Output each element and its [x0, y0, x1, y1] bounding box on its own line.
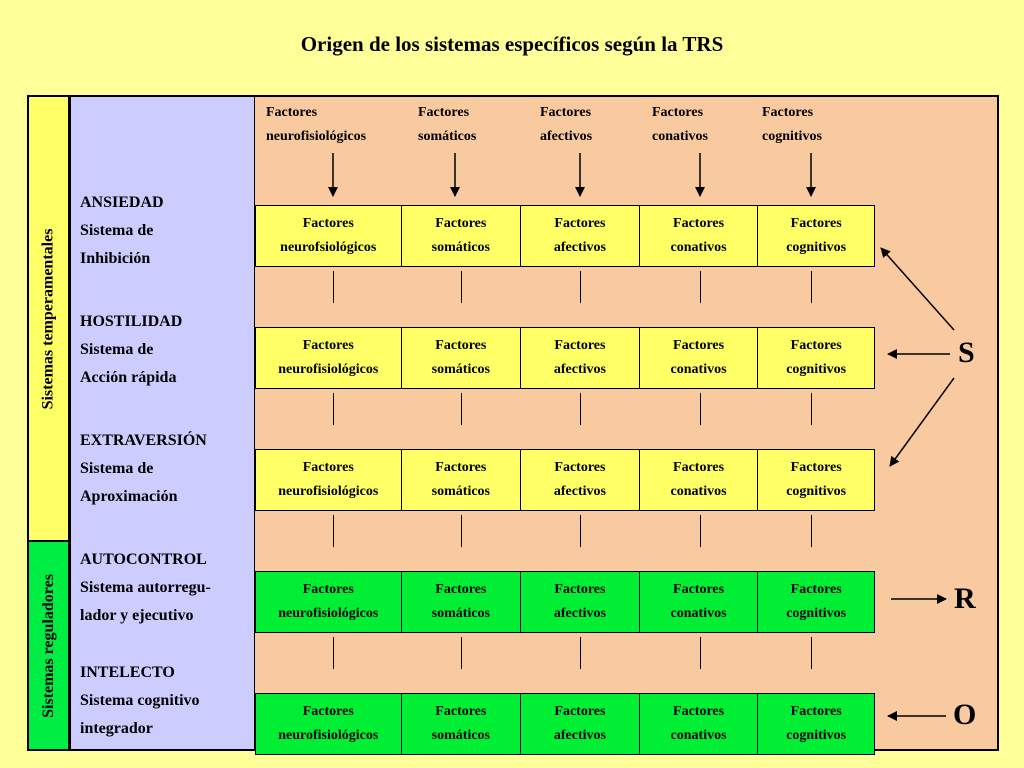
system-subtitle: Sistema de — [80, 460, 154, 477]
code-r: R — [954, 582, 976, 615]
system-name: ANSIEDAD — [80, 194, 164, 211]
system-subtitle: Inhibición — [80, 250, 151, 267]
system-subtitle: Sistema autorregu- — [80, 579, 211, 596]
connector-line — [333, 271, 334, 303]
system-label-autocontrol: AUTOCONTROL Sistema autorregu- lador y e… — [80, 546, 211, 630]
system-subtitle: lador y ejecutivo — [80, 607, 194, 624]
top-factor-conativos: Factores conativos — [652, 101, 708, 149]
factor-type: cognitivos — [762, 129, 822, 144]
top-factor-neurofisiologicos: Factores neurofisiológicos — [266, 101, 366, 149]
connector-line — [461, 271, 462, 303]
connector-line — [811, 393, 812, 425]
factor-type: conativos — [652, 129, 708, 144]
temperamental-systems-label: Sistemas temperamentales — [39, 228, 57, 409]
system-label-ansiedad: ANSIEDAD Sistema de Inhibición — [80, 189, 164, 273]
system-subtitle: Sistema cognitivo — [80, 692, 200, 709]
system-name: HOSTILIDAD — [80, 313, 183, 330]
factor-type: neurofisiológicos — [266, 129, 367, 144]
factor-type: afectivos — [540, 129, 593, 144]
connector-line — [700, 515, 701, 547]
top-factor-afectivos: Factores afectivos — [540, 101, 592, 149]
connector-line — [461, 637, 462, 669]
factor-word: Factores — [762, 105, 814, 120]
top-factor-somaticos: Factores somáticos — [418, 101, 476, 149]
factor-word: Factores — [652, 105, 704, 120]
system-subtitle: integrador — [80, 720, 153, 737]
connector-line — [700, 271, 701, 303]
regulatory-systems-label: Sistemas reguladores — [39, 573, 57, 718]
system-subtitle: Aproximación — [80, 488, 178, 505]
system-subtitle: Acción rápida — [80, 369, 177, 386]
factor-word: Factores — [540, 105, 592, 120]
connector-line — [700, 393, 701, 425]
system-label-intelecto: INTELECTO Sistema cognitivo integrador — [80, 659, 200, 743]
code-s: S — [958, 336, 975, 369]
system-label-extraversion: EXTRAVERSIÓN Sistema de Aproximación — [80, 427, 207, 511]
page-title: Origen de los sistemas específicos según… — [300, 32, 724, 56]
system-name: INTELECTO — [80, 664, 175, 681]
code-o: O — [953, 698, 977, 731]
system-labels-column — [70, 97, 255, 749]
system-subtitle: Sistema de — [80, 222, 154, 239]
top-factor-cognitivos: Factores cognitivos — [762, 101, 822, 149]
system-name: EXTRAVERSIÓN — [80, 432, 207, 449]
connector-line — [700, 637, 701, 669]
connector-line — [580, 637, 581, 669]
factor-word: Factores — [418, 105, 470, 120]
factor-type: somáticos — [418, 129, 477, 144]
connector-line — [811, 637, 812, 669]
connector-line — [461, 393, 462, 425]
connector-line — [580, 515, 581, 547]
connector-line — [333, 515, 334, 547]
connector-line — [811, 271, 812, 303]
temperamental-systems-band: Sistemas temperamentales — [27, 95, 70, 541]
connector-line — [580, 271, 581, 303]
regulatory-systems-band: Sistemas reguladores — [27, 541, 70, 751]
connector-line — [333, 393, 334, 425]
connector-line — [580, 393, 581, 425]
system-label-hostilidad: HOSTILIDAD Sistema de Acción rápida — [80, 308, 182, 392]
system-name: AUTOCONTROL — [80, 551, 207, 568]
factor-word: Factores — [266, 105, 318, 120]
connector-line — [811, 515, 812, 547]
system-subtitle: Sistema de — [80, 341, 154, 358]
connector-line — [461, 515, 462, 547]
connector-line — [333, 637, 334, 669]
